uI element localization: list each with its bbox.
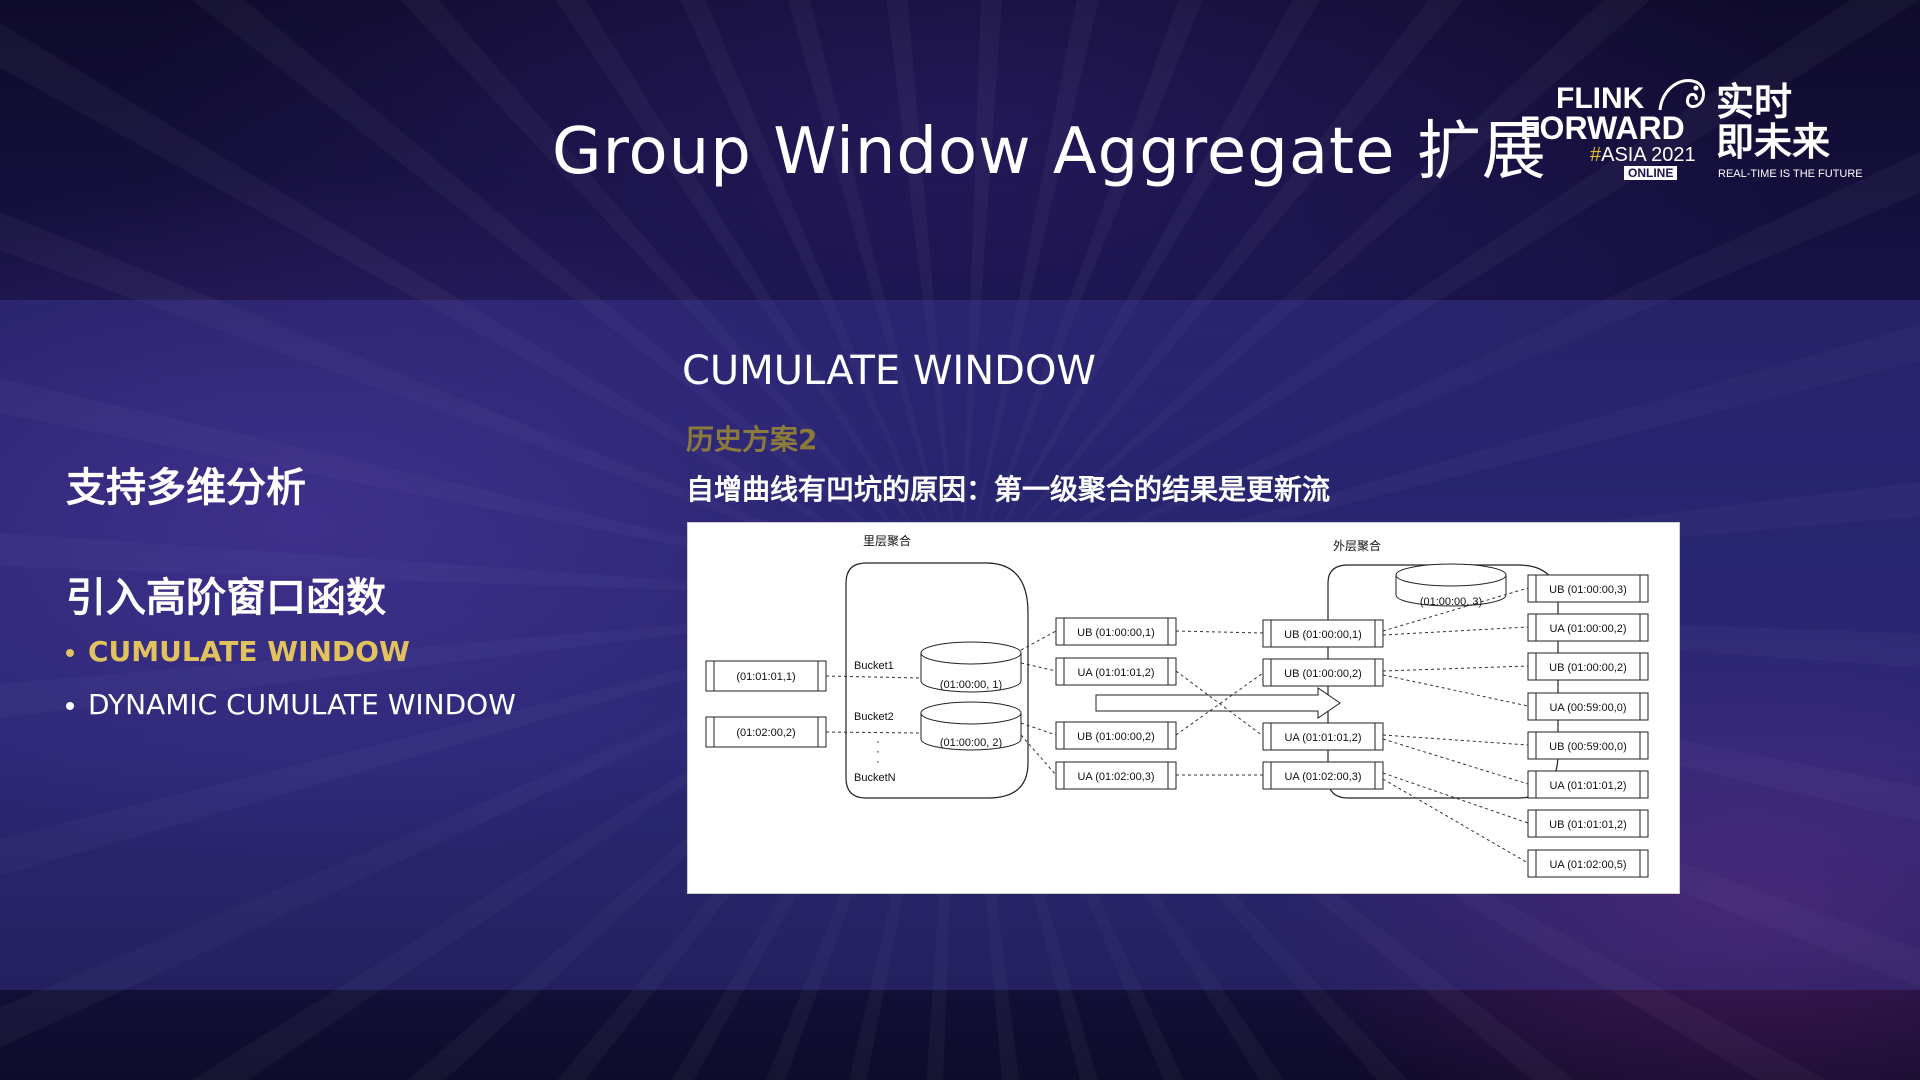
inner-state-cylinder: (01:00:00, 1): [920, 641, 1022, 693]
list-item-label: CUMULATE WINDOW: [88, 635, 410, 668]
final-output-label: UB (00:59:00,0): [1549, 741, 1627, 753]
list-item-label: DYNAMIC CUMULATE WINDOW: [88, 688, 516, 721]
outer-input-label: UB (01:00:00,2): [1284, 668, 1362, 680]
final-output-record: UA (01:00:00,2): [1527, 613, 1649, 642]
final-output-label: UA (01:00:00,2): [1549, 623, 1626, 635]
logo-cn-line2: 即未来: [1716, 120, 1831, 164]
input-record: (01:01:01,1): [705, 660, 827, 692]
shuffle-line: [1175, 670, 1264, 737]
inner-output-label: UA (01:01:01,2): [1077, 667, 1154, 679]
heading-multidim: 支持多维分析: [66, 465, 306, 511]
state-to-output-line: [1020, 630, 1057, 651]
bullet-icon: [66, 702, 74, 710]
final-output-record: UB (00:59:00,0): [1527, 731, 1649, 760]
final-output-record: UA (01:02:00,5): [1527, 849, 1649, 878]
inner-aggregate-label: 里层聚合: [863, 533, 911, 548]
bucket-label: BucketN: [854, 772, 896, 784]
input-record: (01:02:00,2): [705, 716, 827, 748]
input-record-label: (01:02:00,2): [736, 727, 795, 739]
logo-online-badge: ONLINE: [1624, 166, 1678, 180]
history-subtitle: 历史方案2: [686, 423, 818, 456]
inner-output-label: UA (01:02:00,3): [1077, 771, 1154, 783]
inner-output-record: UB (01:00:00,1): [1055, 617, 1177, 646]
aggregation-diagram: 里层聚合 外层聚合 (01:01:01,1) (01:02:00,2) Buck…: [687, 522, 1680, 894]
bucket-label: Bucket2: [854, 711, 894, 723]
logo-tagline: REAL-TIME IS THE FUTURE: [1718, 168, 1863, 180]
outer-input-label: UB (01:00:00,1): [1284, 629, 1362, 641]
input-to-state-line: [825, 675, 922, 679]
outer-input-record: UB (01:00:00,1): [1262, 619, 1384, 648]
output-line: [1382, 626, 1529, 636]
outer-aggregate-label: 外层聚合: [1333, 538, 1381, 553]
output-line: [1382, 734, 1529, 746]
output-line: [1382, 772, 1529, 824]
outer-input-record: UB (01:00:00,2): [1262, 658, 1384, 687]
list-item-cumulate: CUMULATE WINDOW: [66, 635, 516, 668]
logo-hash: #: [1590, 144, 1602, 166]
state-to-output-line: [1020, 734, 1057, 776]
squirrel-icon: [1658, 79, 1705, 111]
bucket-ellipsis: ·: [876, 734, 880, 748]
inner-output-record: UB (01:00:00,2): [1055, 721, 1177, 750]
slide-title: Group Window Aggregate 扩展: [552, 115, 1547, 189]
inner-state-cylinder: (01:00:00, 2): [920, 701, 1022, 751]
inner-aggregate-region: [845, 562, 1029, 799]
flow-arrow: [1095, 687, 1341, 719]
section-title: CUMULATE WINDOW: [682, 348, 1096, 394]
output-line: [1382, 778, 1529, 864]
outer-input-record: UA (01:02:00,3): [1262, 761, 1384, 790]
logo-asia-year: ASIA 2021: [1601, 144, 1696, 166]
shuffle-line: [1175, 630, 1264, 634]
outer-state-cylinder: (01:00:00, 3): [1395, 563, 1507, 608]
bucket-ellipsis: ·: [876, 754, 880, 768]
inner-state-label: (01:00:00, 1): [940, 679, 1002, 691]
final-output-label: UA (00:59:00,0): [1549, 702, 1626, 714]
state-to-output-line: [1020, 662, 1057, 672]
final-output-record: UB (01:00:00,2): [1527, 652, 1649, 681]
inner-output-record: UA (01:02:00,3): [1055, 761, 1177, 790]
reason-subtitle: 自增曲线有凹坑的原因：第一级聚合的结果是更新流: [686, 473, 1331, 506]
final-output-label: UB (01:00:00,3): [1549, 584, 1627, 596]
final-output-record: UA (01:01:01,2): [1527, 770, 1649, 799]
bucket-ellipsis: ·: [876, 744, 880, 758]
output-line: [1382, 738, 1529, 785]
outer-state-label: (01:00:00, 3): [1420, 596, 1482, 608]
outer-input-label: UA (01:02:00,3): [1284, 771, 1361, 783]
final-output-label: UA (01:01:01,2): [1549, 780, 1626, 792]
logo-cn-line1: 实时: [1716, 80, 1793, 124]
input-to-state-line: [825, 731, 922, 734]
heading-window-functions: 引入高阶窗口函数: [66, 575, 386, 621]
bucket-label: Bucket1: [854, 660, 894, 672]
final-output-record: UB (01:01:01,2): [1527, 809, 1649, 838]
inner-output-label: UB (01:00:00,1): [1077, 627, 1155, 639]
final-output-label: UB (01:01:01,2): [1549, 819, 1627, 831]
bullet-icon: [66, 649, 74, 657]
final-output-label: UA (01:02:00,5): [1549, 859, 1626, 871]
final-output-record: UA (00:59:00,0): [1527, 692, 1649, 721]
final-output-label: UB (01:00:00,2): [1549, 662, 1627, 674]
output-line: [1382, 674, 1529, 707]
logo-asia-text: #ASIA 2021: [1590, 144, 1696, 167]
diagram-svg: 里层聚合 外层聚合 (01:01:01,1) (01:02:00,2) Buck…: [705, 533, 1649, 878]
output-line: [1382, 587, 1529, 632]
inner-state-label: (01:00:00, 2): [940, 737, 1002, 749]
output-line: [1382, 665, 1529, 672]
outer-input-label: UA (01:01:01,2): [1284, 732, 1361, 744]
inner-output-record: UA (01:01:01,2): [1055, 657, 1177, 686]
flink-forward-logo: FLINK FORWARD #ASIA 2021 ONLINE 实时 即未来 R…: [1520, 68, 1863, 188]
list-item-dynamic-cumulate: DYNAMIC CUMULATE WINDOW: [66, 688, 516, 721]
logo-flink-text: FLINK: [1556, 82, 1645, 115]
final-output-record: UB (01:00:00,3): [1527, 574, 1649, 603]
state-to-output-line: [1020, 722, 1057, 736]
inner-output-label: UB (01:00:00,2): [1077, 731, 1155, 743]
left-panel: 支持多维分析 引入高阶窗口函数 CUMULATE WINDOW DYNAMIC …: [66, 455, 516, 741]
logo-forward-text: FORWARD: [1520, 110, 1685, 146]
outer-input-record: UA (01:01:01,2): [1262, 722, 1384, 751]
input-record-label: (01:01:01,1): [736, 671, 795, 683]
